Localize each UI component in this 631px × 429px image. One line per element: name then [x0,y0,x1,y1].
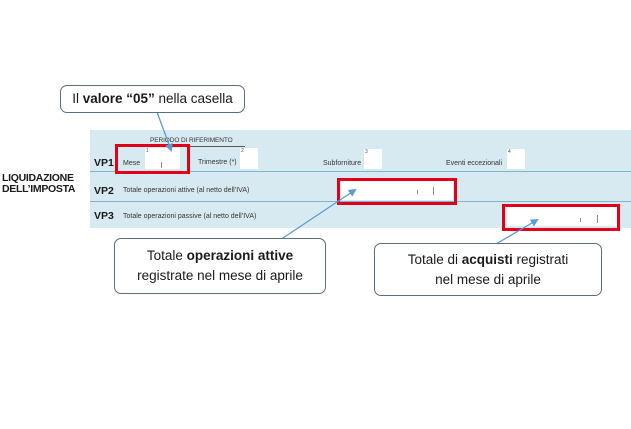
row-code-vp1: VP1 [94,157,114,169]
operazioni-passive-highlight [502,204,620,231]
subforniture-index: 3 [365,149,368,155]
periodo-label: PERIODO DI RIFERIMENTO [150,137,233,144]
callout-bold: operazioni attive [186,248,294,263]
mese-label: Mese [123,160,141,167]
callout-bold: acquisti [461,252,513,267]
callout-text: nel mese di aprile [435,272,541,287]
eventi-label: Eventi eccezionali [446,160,503,167]
trimestre-index: 2 [241,148,244,154]
cell-tick [417,190,418,194]
cell-tick [433,187,434,195]
row-divider [90,171,631,172]
vp2-label: Totale operazioni attive (al netto dell’… [123,187,250,194]
cell-tick [161,162,162,168]
row-code-vp2: VP2 [94,185,114,197]
callout-text: Il [72,91,83,106]
eventi-index: 4 [508,149,511,155]
cell-tick [597,215,598,223]
callout-bold: valore “05” [82,91,155,106]
trimestre-field[interactable] [240,148,258,169]
callout-text: registrate nel mese di aprile [137,268,303,283]
callout-text: Totale [146,248,187,263]
trimestre-label: Trimestre (*) [198,159,237,166]
mese-highlight [115,144,190,174]
section-title: LIQUIDAZIONE DELL’IMPOSTA [2,172,76,195]
callout-mese: Il valore “05” nella casella [60,85,245,113]
subforniture-field[interactable] [364,149,382,169]
callout-text: Totale di [407,252,462,267]
operazioni-attive-field[interactable] [341,180,453,200]
operazioni-attive-highlight [337,178,457,205]
callout-text: nella casella [154,91,233,106]
eventi-field[interactable] [507,149,525,169]
mese-index: 1 [146,148,149,154]
callout-text: registrati [512,252,569,267]
mese-field[interactable] [145,148,180,169]
periodo-underline [150,146,245,147]
callout-acquisti: Totale di acquisti registrati nel mese d… [374,243,602,296]
callout-operazioni-attive: Totale operazioni attive registrate nel … [114,238,326,294]
subforniture-label: Subforniture [323,160,362,167]
cell-tick [580,218,581,222]
vp3-label: Totale operazioni passive (al netto dell… [123,213,257,220]
row-divider [90,201,631,202]
row-code-vp3: VP3 [94,210,114,222]
